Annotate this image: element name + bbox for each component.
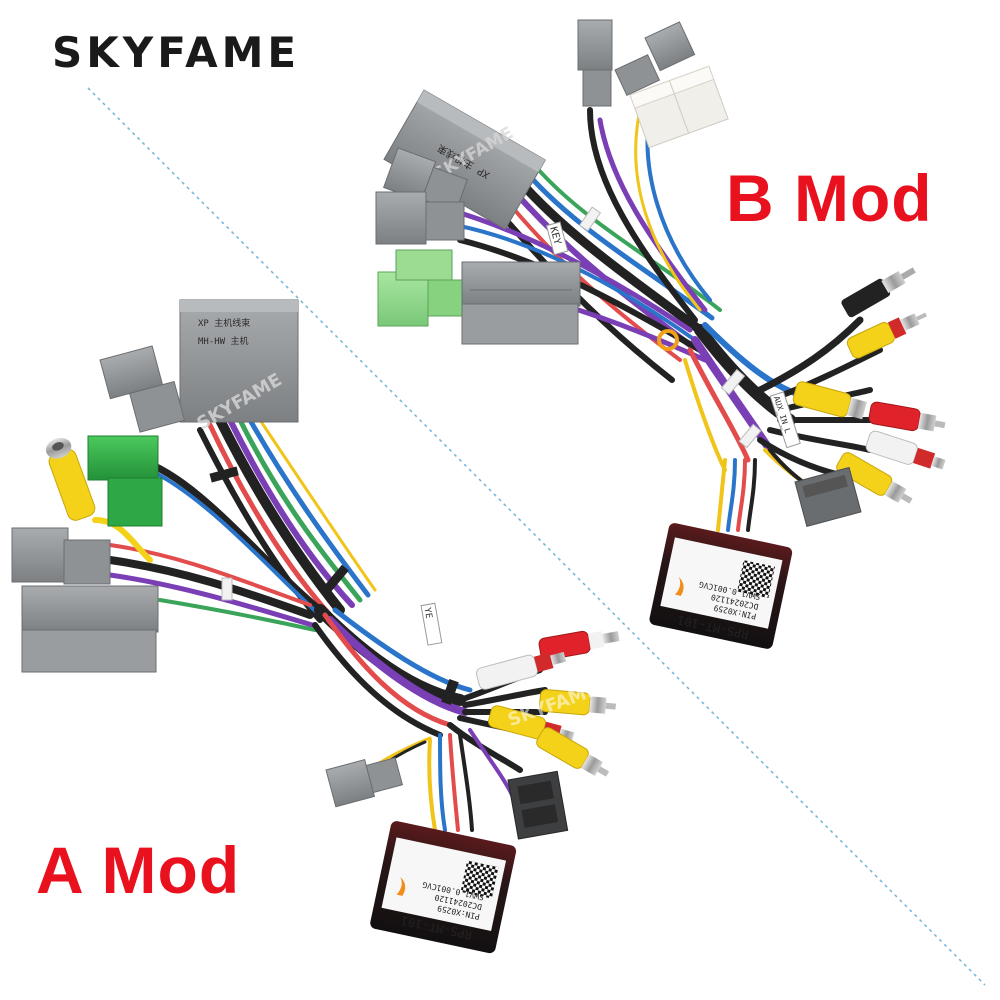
flame-logo-icon — [396, 876, 406, 896]
grey-connector — [582, 69, 612, 107]
harness-b: KEY AUX_IN_L XP 主机线束 SKYFAME — [375, 19, 946, 649]
rca-plug-yellow — [539, 689, 616, 716]
grey-connector-large — [461, 261, 581, 307]
rca-plug-black-antenna — [841, 267, 916, 318]
a-mod-label: A Mod — [36, 833, 241, 907]
dark-grey-connector — [794, 466, 862, 528]
light-green-connector — [395, 249, 453, 281]
dark-grey-connector — [507, 770, 569, 840]
rca-plug-yellow — [536, 727, 610, 777]
grey-connector — [129, 380, 186, 433]
cable-tie — [738, 423, 762, 449]
cable-tie — [578, 206, 602, 232]
grey-connector — [577, 19, 613, 71]
orange-ring — [657, 329, 679, 351]
grey-connector — [644, 21, 696, 72]
cable-tie — [209, 466, 239, 483]
ye-tag: YE — [422, 607, 434, 619]
light-green-connector — [427, 279, 467, 317]
rca-plug-white — [865, 430, 946, 470]
decoder-box-a: SWV1.0.001CVG DC20241120 PIN:X0259 RPS-M… — [370, 821, 517, 954]
grey-connector — [614, 54, 661, 97]
decoder-box-b: SWV1.0.001CVG DC20241120 PIN:X0259 RPS-M… — [649, 523, 793, 649]
b-mod-label: B Mod — [726, 161, 933, 235]
grey-connector-large — [21, 629, 157, 673]
cable-tie — [221, 577, 233, 601]
divider-line — [87, 87, 986, 986]
cable-tie — [720, 368, 746, 396]
rca-plug-white — [476, 651, 567, 690]
grey-connector — [11, 527, 69, 583]
grey-connector — [63, 539, 111, 585]
qr-code — [460, 860, 499, 899]
harness-a: YE XP 主机线束 MH-HW 主机 SKYFAME — [11, 299, 620, 954]
rca-plug-yellow — [792, 381, 867, 420]
cable-tie — [323, 564, 349, 592]
brand-logo: SKYFAME — [52, 28, 301, 77]
rca-plug-yellow — [846, 312, 927, 359]
rca-plug-yellow — [836, 452, 913, 504]
rca-plug-red — [868, 401, 946, 432]
green-connector — [107, 477, 163, 527]
rca-plug-red — [538, 630, 620, 661]
rca-jack-yellow — [45, 437, 96, 521]
grey-connector — [365, 757, 404, 794]
a-box-line1: XP 主机线束 — [198, 317, 250, 329]
cable-tie — [441, 679, 459, 705]
flame-logo-icon — [675, 577, 684, 596]
key-tag: KEY — [547, 226, 562, 246]
grey-connector-large — [21, 585, 159, 633]
grey-connector — [375, 191, 427, 245]
grey-connector-large — [461, 303, 579, 345]
grey-connector-main — [179, 299, 299, 423]
harness-a-wires — [92, 415, 548, 832]
light-green-connector — [377, 271, 429, 327]
grey-connector — [425, 201, 465, 241]
a-box-line2: MH-HW 主机 — [198, 335, 249, 347]
green-connector — [87, 435, 159, 481]
qr-code — [737, 560, 775, 599]
